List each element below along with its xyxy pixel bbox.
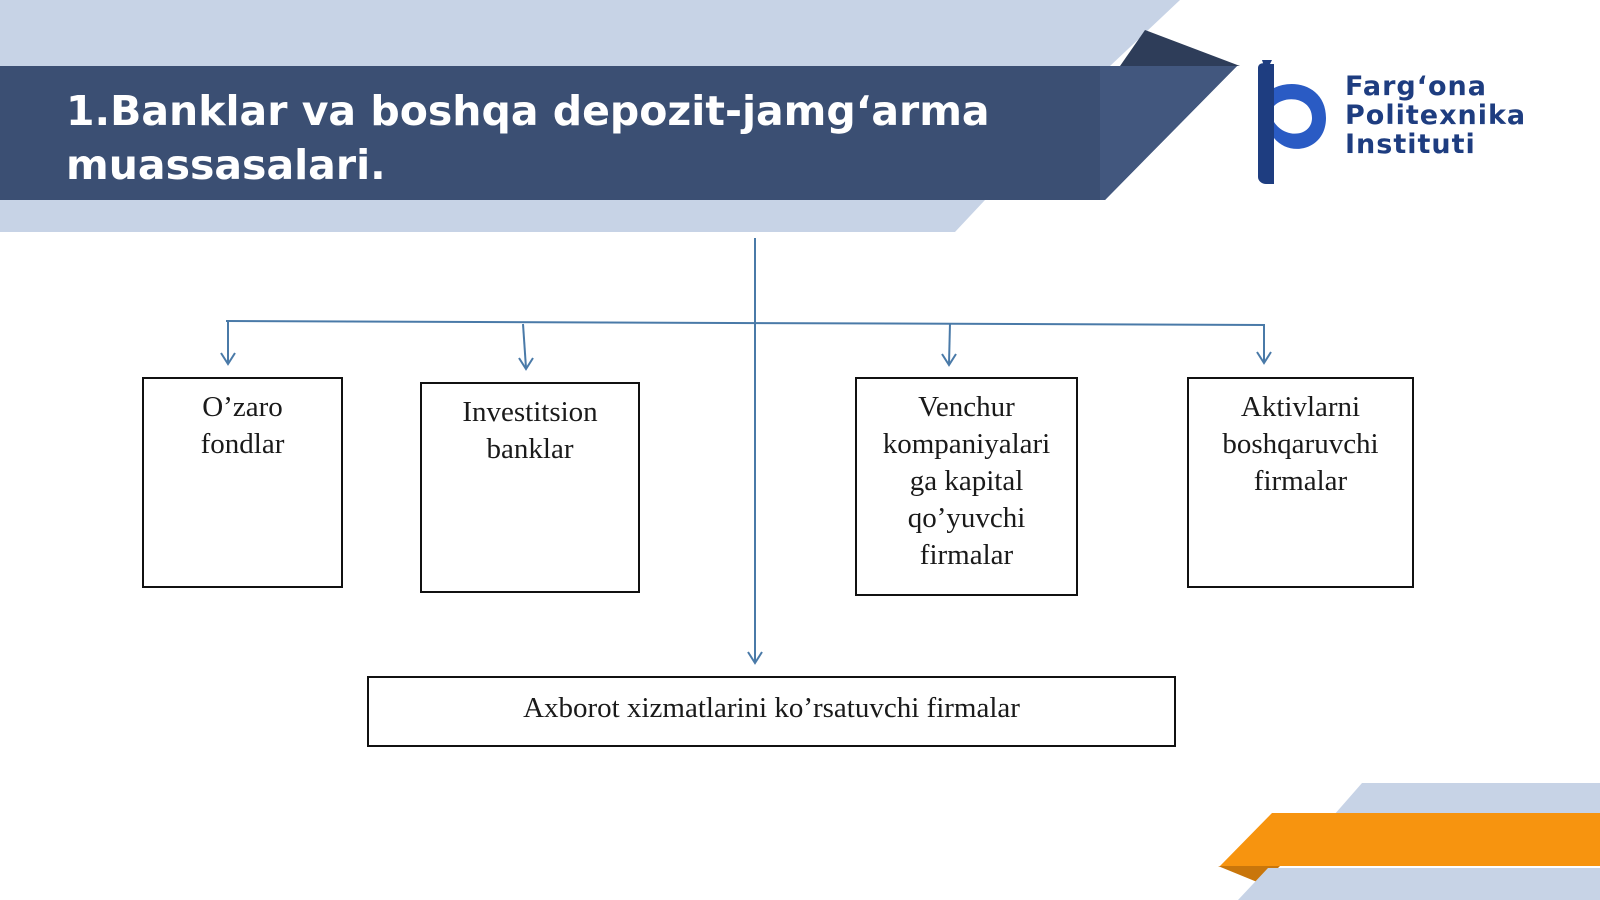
arrowhead-3 — [941, 353, 957, 367]
logo-line2: Politexnika — [1345, 100, 1527, 131]
corner-light-stripe-bottom — [1238, 868, 1600, 900]
box-asset-management-line2: boshqaruvchi — [1222, 428, 1379, 460]
arrowhead-2 — [518, 357, 534, 371]
header-band-edge — [1100, 66, 1237, 200]
box-venture-firms-line1: Venchur — [918, 391, 1015, 423]
box-asset-management-line3: firmalar — [1253, 465, 1348, 497]
box-asset-management: Aktivlarni boshqaruvchi firmalar — [1187, 377, 1414, 588]
arrow-line-3 — [948, 322, 951, 365]
arrowhead-bottom — [747, 651, 763, 665]
box-mutual-funds-line2: fondlar — [200, 428, 285, 460]
box-venture-firms-line3: ga kapital — [909, 465, 1024, 497]
logo-text: Farg‘ona Politexnika Instituti — [1345, 72, 1526, 159]
box-investment-banks-line1: Investitsion — [462, 396, 598, 428]
arrowhead-1 — [220, 352, 236, 366]
slide-title: 1.Banklar va boshqa depozit-jamg‘arma mu… — [66, 84, 1086, 192]
header-light-band-top — [0, 0, 1180, 66]
header-dark-band — [0, 66, 1237, 200]
header-dark-triangle — [1120, 30, 1240, 66]
box-venture-firms-line5: firmalar — [919, 539, 1014, 571]
box-mutual-funds: O’zaro fondlar — [142, 377, 343, 588]
header-light-band-bottom — [0, 200, 985, 232]
logo-line3: Instituti — [1345, 129, 1476, 160]
box-information-services-label: Axborot xizmatlarini ko’rsatuvchi firmal… — [523, 692, 1020, 724]
corner-orange-stripe — [1220, 813, 1600, 866]
box-information-services: Axborot xizmatlarini ko’rsatuvchi firmal… — [367, 676, 1176, 747]
slide-title-line1: 1.Banklar va boshqa depozit-jamg‘arma — [66, 87, 990, 135]
arrow-line-2 — [522, 323, 527, 369]
box-investment-banks: Investitsion banklar — [420, 382, 640, 593]
box-asset-management-line1: Aktivlarni — [1240, 391, 1361, 423]
box-venture-firms-line4: qo’yuvchi — [907, 502, 1026, 534]
branch-line — [225, 320, 1266, 326]
box-venture-firms-line2: kompaniyalari — [882, 428, 1051, 460]
arrowhead-4 — [1256, 351, 1272, 365]
box-mutual-funds-line1: O’zaro — [202, 391, 283, 423]
box-venture-firms: Venchur kompaniyalari ga kapital qo’yuvc… — [855, 377, 1078, 596]
logo-line1: Farg‘ona — [1345, 71, 1487, 102]
box-investment-banks-line2: banklar — [486, 433, 574, 465]
corner-light-stripe-top — [1334, 783, 1600, 815]
fp-monogram-icon — [1258, 60, 1326, 184]
slide-title-line2: muassasalari. — [66, 141, 386, 189]
